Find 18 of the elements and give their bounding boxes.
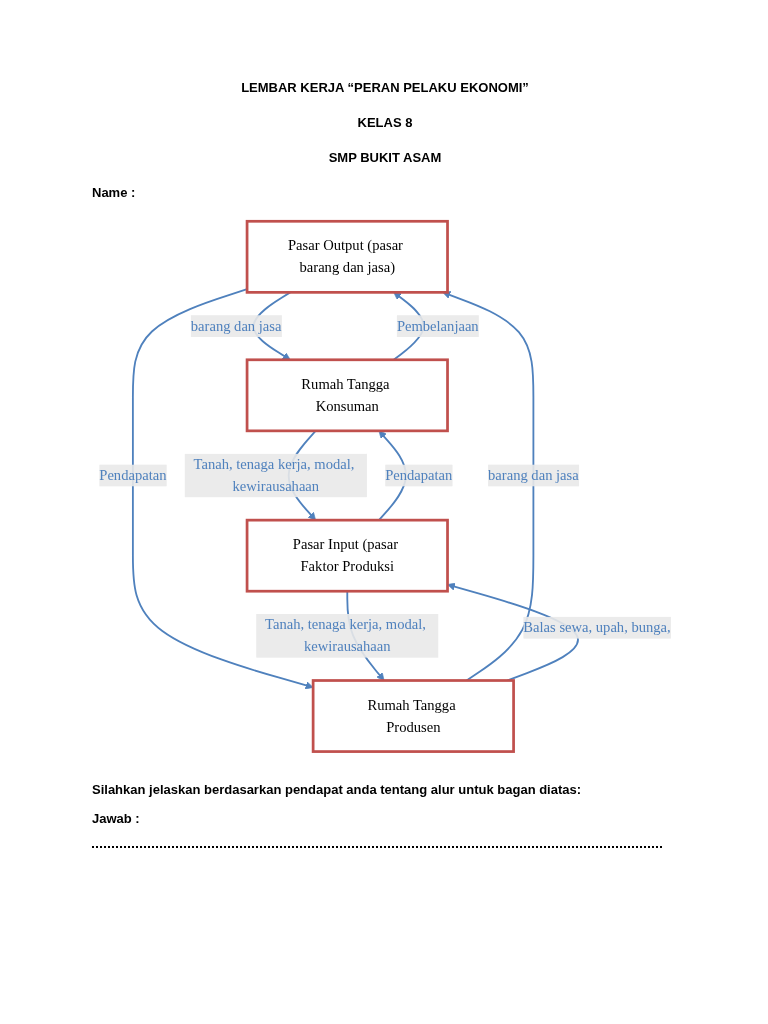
- node-box: Pasar Output (pasar barang dan jasa): [245, 219, 449, 294]
- edge-label: Pembelanjaan: [396, 317, 479, 334]
- edge-label: barang dan jasa: [190, 317, 282, 334]
- node-box: Pasar Input (pasar Faktor Produksi: [245, 518, 449, 593]
- school-name: SMP BUKIT ASAM: [327, 150, 443, 165]
- edge-label: Balas sewa, upah, bunga,: [523, 619, 671, 635]
- name-prompt: Name :: [92, 185, 137, 200]
- edge-label: Pendapatan: [99, 467, 167, 483]
- class-label: KELAS 8: [356, 115, 414, 130]
- node-box: Rumah Tangga Produsen: [311, 679, 515, 753]
- node-box: Rumah Tangga Konsuman: [245, 358, 449, 433]
- edge-label: barang dan jasa: [488, 467, 579, 483]
- instruction-text: Silahkan jelaskan berdasarkan pendapat anda tentang alur untuk bagan diatas:: [92, 781, 583, 797]
- answer-prompt: Jawab :: [92, 810, 141, 826]
- worksheet-title: LEMBAR KERJA “PERAN PELAKU EKONOMI”: [240, 80, 530, 95]
- edge-label: Pendapatan: [385, 467, 453, 483]
- edge-label: Tanah, tenaga kerja, modal, kewirausahaan: [193, 456, 355, 494]
- edge-label: Tanah, tenaga kerja, modal, kewirausahaan: [265, 616, 426, 655]
